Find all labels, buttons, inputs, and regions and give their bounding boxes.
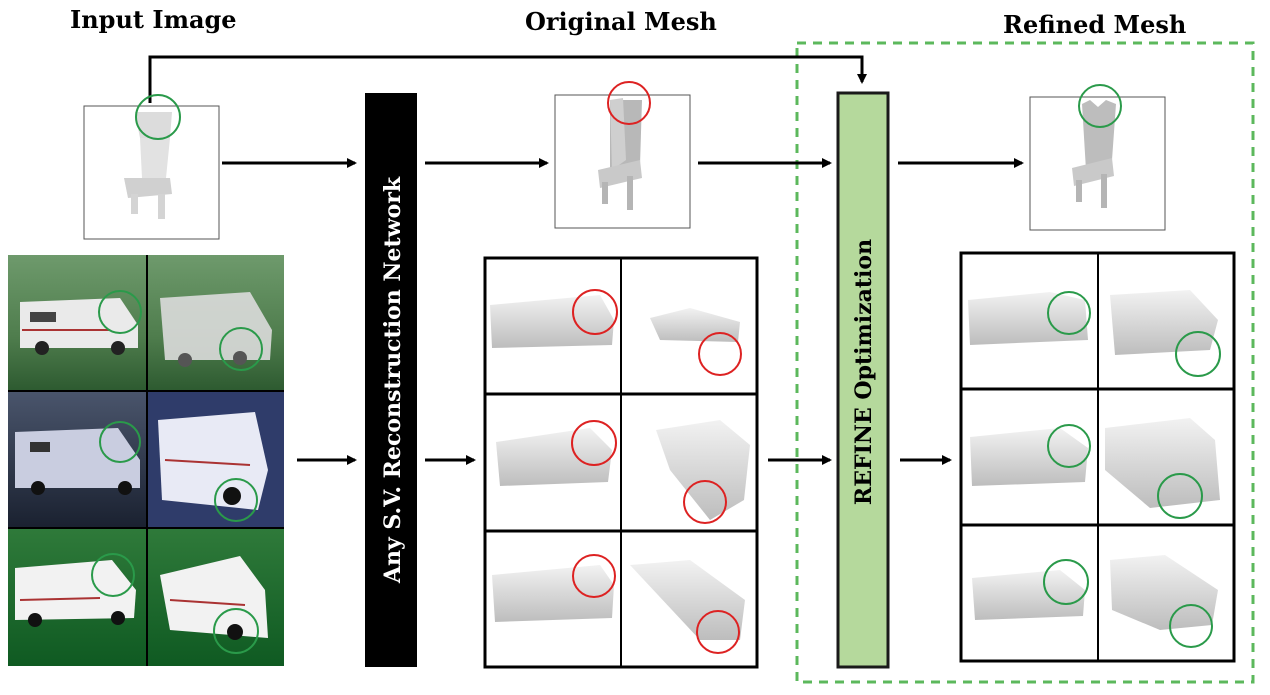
van-mesh — [490, 289, 618, 348]
header-refined-mesh: Refined Mesh — [1003, 10, 1187, 39]
reconstruction-network-label: Any S.V. Reconstruction Network — [380, 176, 406, 584]
input-chair-image — [83, 94, 220, 240]
van-photo — [158, 412, 268, 522]
original-mesh-grid — [483, 256, 759, 669]
right-arrow-icon — [222, 158, 1024, 465]
van-mesh — [972, 559, 1089, 620]
refine-optimization-block — [836, 91, 890, 669]
refined-mesh-grid — [959, 251, 1236, 663]
highlight-circle-icon — [1047, 291, 1091, 335]
highlight-circle-icon — [607, 81, 651, 125]
van-mesh — [1105, 418, 1220, 519]
highlight-circle-icon — [98, 290, 142, 334]
highlight-circle-icon — [219, 327, 263, 371]
refine-optimization-label: REFINE Optimization — [851, 239, 877, 505]
skip-connection-arrow — [148, 55, 867, 103]
header-original-mesh: Original Mesh — [525, 7, 717, 36]
van-mesh — [968, 291, 1091, 345]
van-mesh — [656, 420, 750, 524]
highlight-circle-icon — [1078, 84, 1122, 128]
van-photo — [15, 421, 141, 495]
refine-region-box — [795, 41, 1255, 684]
highlight-circle-icon — [683, 480, 727, 524]
highlight-circle-icon — [99, 421, 141, 463]
van-mesh — [970, 424, 1091, 486]
van-mesh — [1110, 555, 1218, 648]
highlight-circle-icon — [214, 478, 258, 522]
highlight-circle-icon — [1043, 559, 1089, 605]
van-photo — [160, 292, 272, 371]
highlight-circle-icon — [91, 553, 135, 597]
highlight-circle-icon — [696, 610, 740, 654]
original-chair-mesh — [554, 81, 691, 229]
refined-chair-mesh — [1029, 84, 1166, 231]
header-input-image: Input Image — [70, 5, 237, 34]
highlight-circle-icon — [135, 94, 181, 140]
reconstruction-network-block — [365, 93, 417, 667]
highlight-circle-icon — [572, 554, 616, 598]
van-mesh — [630, 560, 745, 654]
highlight-circle-icon — [1169, 604, 1213, 648]
van-photo — [15, 553, 136, 627]
highlight-circle-icon — [1175, 331, 1221, 377]
highlight-circle-icon — [1047, 424, 1091, 468]
van-photo — [160, 556, 268, 654]
van-mesh — [492, 554, 616, 622]
highlight-circle-icon — [1157, 473, 1203, 519]
highlight-circle-icon — [572, 289, 618, 335]
highlight-circle-icon — [698, 332, 742, 376]
input-photo-grid — [8, 255, 284, 666]
van-photo — [20, 290, 142, 355]
van-mesh — [650, 308, 742, 376]
highlight-circle-icon — [571, 420, 617, 466]
highlight-circle-icon — [213, 608, 259, 654]
van-mesh — [1110, 290, 1221, 377]
van-mesh — [496, 420, 617, 486]
